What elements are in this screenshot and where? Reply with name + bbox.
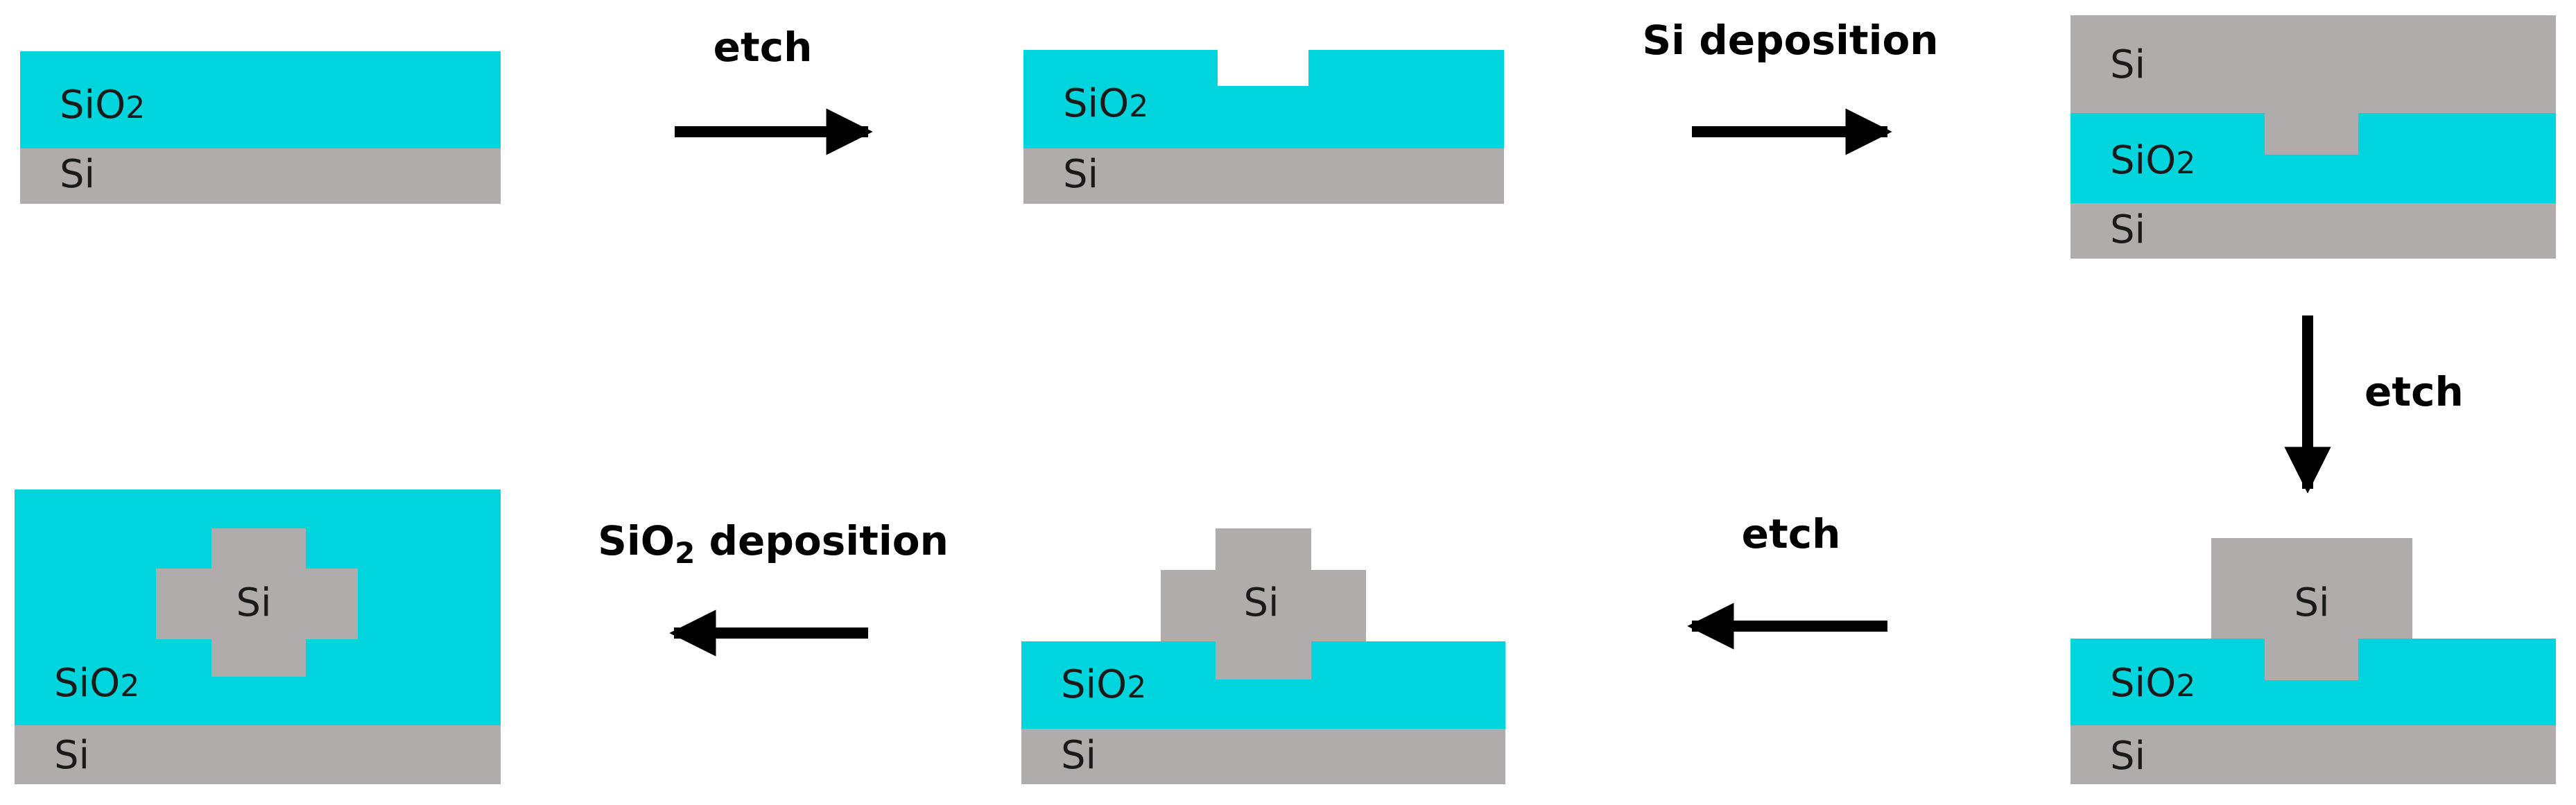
sio2-label: SiO2 xyxy=(1063,81,1148,126)
si-cross-horizontal xyxy=(156,569,358,639)
si-cross-label: Si xyxy=(236,580,271,625)
sio2-left xyxy=(2071,113,2265,203)
si-upper-block xyxy=(2211,538,2412,639)
si-label: Si xyxy=(54,733,89,778)
sio2-label: SiO2 xyxy=(60,83,145,128)
si-substrate xyxy=(2071,725,2556,784)
sio2-right xyxy=(1308,50,1504,148)
si-substrate xyxy=(20,148,501,204)
si-label: Si xyxy=(1061,733,1096,778)
si-plug xyxy=(2265,639,2358,680)
si-cross-top xyxy=(1216,528,1311,570)
step-label-etch-1: etch xyxy=(714,24,813,71)
sio2-trench-floor xyxy=(2265,680,2358,725)
step-label-etch-2: etch xyxy=(2365,368,2464,415)
sio2-left xyxy=(1021,641,1216,729)
si-label: Si xyxy=(2110,207,2145,252)
si-substrate xyxy=(15,725,501,784)
sio2-right xyxy=(1311,641,1505,729)
si-substrate xyxy=(2071,203,2556,259)
step-arrow-sio2-deposition: SiO2 deposition xyxy=(598,517,949,657)
sio2-right xyxy=(2358,639,2556,725)
sio2-right xyxy=(2358,113,2556,203)
step-arrow-etch-1: etch xyxy=(675,24,873,155)
sio2-label: SiO2 xyxy=(2110,138,2195,183)
sio2-layer xyxy=(20,51,501,148)
panel-6-buried-si: Si SiO2 Si xyxy=(15,490,501,784)
si-top-label: Si xyxy=(2110,42,2145,87)
si-cross-label: Si xyxy=(1243,580,1279,625)
step-label-sio2-deposition: SiO2 deposition xyxy=(598,517,949,570)
sio2-trench-floor xyxy=(1218,86,1308,148)
sio2-left xyxy=(1023,50,1218,148)
panel-1-initial-stack: SiO2 Si xyxy=(20,51,501,204)
step-label-etch-3: etch xyxy=(1742,510,1841,557)
step-label-si-deposition: Si deposition xyxy=(1642,17,1938,64)
sio2-trench-floor xyxy=(2265,155,2358,203)
si-fill-in-trench xyxy=(2265,113,2358,155)
si-label: Si xyxy=(2110,734,2145,779)
si-substrate xyxy=(1023,148,1504,204)
sio2-left xyxy=(2071,639,2265,725)
si-block-label: Si xyxy=(2294,580,2329,625)
panel-3-si-deposited: Si SiO2 Si xyxy=(2071,15,2556,259)
panel-2-etched-trench: SiO2 Si xyxy=(1023,50,1504,204)
sio2-label: SiO2 xyxy=(2110,661,2195,706)
sio2-label: SiO2 xyxy=(1061,662,1146,707)
step-arrow-etch-3: etch xyxy=(1687,510,1887,650)
sio2-label: SiO2 xyxy=(54,661,139,706)
panel-4-si-etched: Si SiO2 Si xyxy=(2071,538,2556,784)
step-arrow-etch-2: etch xyxy=(2284,315,2464,494)
panel-5-cross-si: Si SiO2 Si xyxy=(1021,528,1505,784)
si-label: Si xyxy=(60,152,95,197)
si-cross-bottom xyxy=(1216,641,1311,680)
si-substrate xyxy=(1021,729,1505,784)
si-label: Si xyxy=(1063,152,1098,197)
si-cross-middle xyxy=(1161,570,1366,641)
sio2-trench-floor xyxy=(1216,680,1311,729)
si-top-layer xyxy=(2071,15,2556,113)
step-arrow-si-deposition: Si deposition xyxy=(1642,17,1939,155)
